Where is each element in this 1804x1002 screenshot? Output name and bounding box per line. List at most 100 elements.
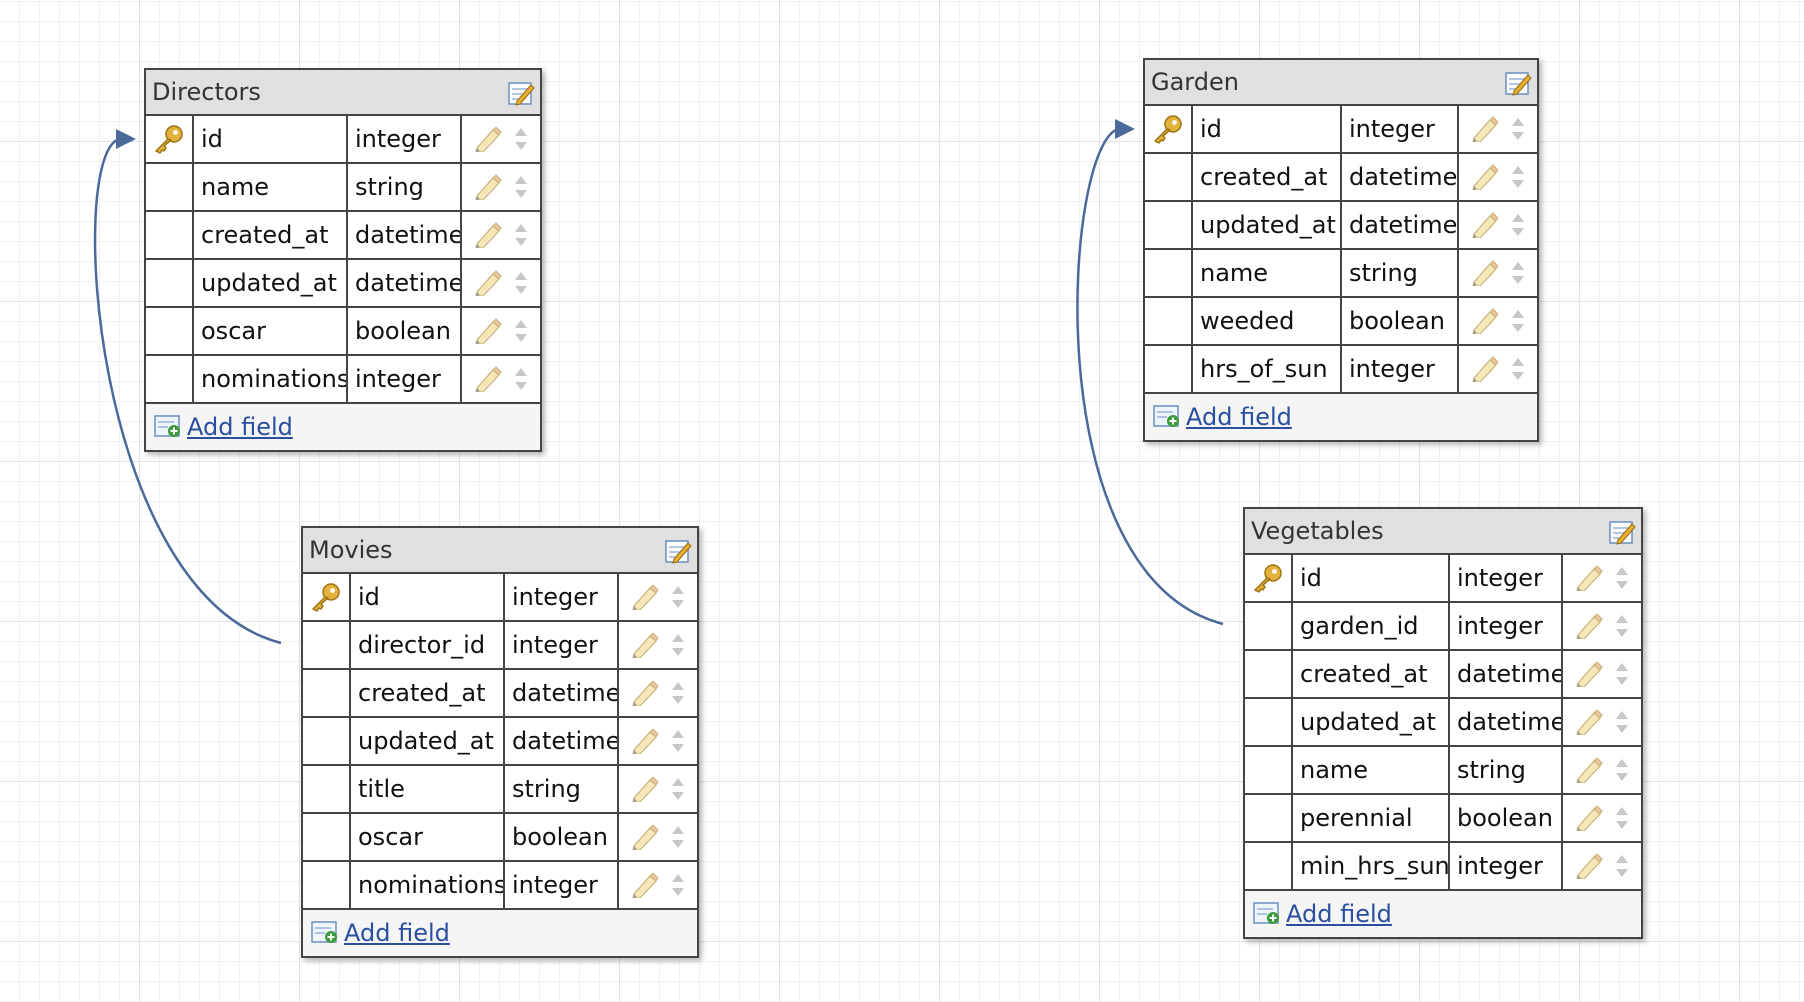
field-row-name[interactable]: name string bbox=[146, 164, 540, 212]
pencil-icon[interactable] bbox=[473, 222, 503, 248]
edit-table-icon[interactable] bbox=[1608, 518, 1636, 546]
edit-table-icon[interactable] bbox=[664, 537, 692, 565]
sort-arrows-icon[interactable] bbox=[670, 776, 686, 802]
table-vegetables[interactable]: Vegetables id integer bbox=[1243, 507, 1643, 939]
field-name[interactable]: id bbox=[194, 116, 348, 162]
field-type[interactable]: string bbox=[1342, 250, 1459, 296]
edit-table-icon[interactable] bbox=[507, 79, 535, 107]
field-type[interactable]: datetime bbox=[1342, 202, 1459, 248]
sort-arrows-icon[interactable] bbox=[1510, 308, 1526, 334]
field-name[interactable]: name bbox=[1193, 250, 1342, 296]
sort-arrows-icon[interactable] bbox=[513, 366, 529, 392]
field-type[interactable]: integer bbox=[1342, 346, 1459, 392]
field-type[interactable]: integer bbox=[1342, 106, 1459, 152]
field-row-updated_at[interactable]: updated_at datetime bbox=[146, 260, 540, 308]
field-type[interactable]: integer bbox=[348, 116, 462, 162]
field-type[interactable]: string bbox=[505, 766, 619, 812]
sort-arrows-icon[interactable] bbox=[1510, 164, 1526, 190]
add-field-icon[interactable] bbox=[311, 921, 339, 945]
pencil-icon[interactable] bbox=[473, 318, 503, 344]
field-name[interactable]: garden_id bbox=[1293, 603, 1450, 649]
add-field-icon[interactable] bbox=[1253, 902, 1281, 926]
sort-arrows-icon[interactable] bbox=[513, 318, 529, 344]
field-type[interactable]: string bbox=[1450, 747, 1563, 793]
field-row-name[interactable]: name string bbox=[1145, 250, 1537, 298]
field-row-weeded[interactable]: weeded boolean bbox=[1145, 298, 1537, 346]
field-type[interactable]: datetime bbox=[1450, 699, 1563, 745]
add-field-icon[interactable] bbox=[154, 415, 182, 439]
field-type[interactable]: datetime bbox=[1342, 154, 1459, 200]
field-type[interactable]: integer bbox=[1450, 843, 1563, 889]
field-name[interactable]: updated_at bbox=[1193, 202, 1342, 248]
sort-arrows-icon[interactable] bbox=[1614, 661, 1630, 687]
sort-arrows-icon[interactable] bbox=[1614, 613, 1630, 639]
field-name[interactable]: updated_at bbox=[1293, 699, 1450, 745]
sort-arrows-icon[interactable] bbox=[513, 222, 529, 248]
pencil-icon[interactable] bbox=[1470, 308, 1500, 334]
field-row-oscar[interactable]: oscar boolean bbox=[303, 814, 697, 862]
field-name[interactable]: updated_at bbox=[194, 260, 348, 306]
field-row-created_at[interactable]: created_at datetime bbox=[146, 212, 540, 260]
field-row-id[interactable]: id integer bbox=[1145, 106, 1537, 154]
field-row-garden_id[interactable]: garden_id integer bbox=[1245, 603, 1641, 651]
pencil-icon[interactable] bbox=[630, 680, 660, 706]
field-name[interactable]: id bbox=[1193, 106, 1342, 152]
field-name[interactable]: min_hrs_sun bbox=[1293, 843, 1450, 889]
field-name[interactable]: created_at bbox=[1293, 651, 1450, 697]
table-garden[interactable]: Garden id integer bbox=[1143, 58, 1539, 442]
field-row-nominations[interactable]: nominations integer bbox=[303, 862, 697, 910]
pencil-icon[interactable] bbox=[473, 126, 503, 152]
field-name[interactable]: name bbox=[1293, 747, 1450, 793]
field-row-created_at[interactable]: created_at datetime bbox=[1245, 651, 1641, 699]
field-row-updated_at[interactable]: updated_at datetime bbox=[303, 718, 697, 766]
pencil-icon[interactable] bbox=[1470, 164, 1500, 190]
add-field-link[interactable]: Add field bbox=[344, 919, 450, 947]
field-row-hrs_of_sun[interactable]: hrs_of_sun integer bbox=[1145, 346, 1537, 394]
field-type[interactable]: datetime bbox=[348, 260, 462, 306]
field-type[interactable]: boolean bbox=[1450, 795, 1563, 841]
field-name[interactable]: weeded bbox=[1193, 298, 1342, 344]
pencil-icon[interactable] bbox=[1574, 565, 1604, 591]
sort-arrows-icon[interactable] bbox=[670, 872, 686, 898]
add-field-link[interactable]: Add field bbox=[1286, 900, 1392, 928]
field-name[interactable]: director_id bbox=[351, 622, 505, 668]
pencil-icon[interactable] bbox=[1470, 356, 1500, 382]
sort-arrows-icon[interactable] bbox=[513, 174, 529, 200]
field-row-director_id[interactable]: director_id integer bbox=[303, 622, 697, 670]
sort-arrows-icon[interactable] bbox=[1614, 709, 1630, 735]
field-row-nominations[interactable]: nominations integer bbox=[146, 356, 540, 404]
sort-arrows-icon[interactable] bbox=[1614, 805, 1630, 831]
field-row-created_at[interactable]: created_at datetime bbox=[303, 670, 697, 718]
pencil-icon[interactable] bbox=[473, 270, 503, 296]
field-row-oscar[interactable]: oscar boolean bbox=[146, 308, 540, 356]
field-row-name[interactable]: name string bbox=[1245, 747, 1641, 795]
field-name[interactable]: updated_at bbox=[351, 718, 505, 764]
sort-arrows-icon[interactable] bbox=[1614, 853, 1630, 879]
field-name[interactable]: nominations bbox=[194, 356, 348, 402]
field-row-title[interactable]: title string bbox=[303, 766, 697, 814]
table-header[interactable]: Garden bbox=[1145, 60, 1537, 106]
pencil-icon[interactable] bbox=[630, 824, 660, 850]
field-type[interactable]: integer bbox=[505, 574, 619, 620]
field-name[interactable]: created_at bbox=[1193, 154, 1342, 200]
pencil-icon[interactable] bbox=[630, 632, 660, 658]
pencil-icon[interactable] bbox=[630, 584, 660, 610]
pencil-icon[interactable] bbox=[473, 174, 503, 200]
pencil-icon[interactable] bbox=[473, 366, 503, 392]
field-name[interactable]: hrs_of_sun bbox=[1193, 346, 1342, 392]
field-name[interactable]: oscar bbox=[351, 814, 505, 860]
edit-table-icon[interactable] bbox=[1504, 69, 1532, 97]
field-type[interactable]: datetime bbox=[505, 670, 619, 716]
field-name[interactable]: created_at bbox=[351, 670, 505, 716]
sort-arrows-icon[interactable] bbox=[513, 270, 529, 296]
pencil-icon[interactable] bbox=[1470, 260, 1500, 286]
add-field-icon[interactable] bbox=[1153, 405, 1181, 429]
table-header[interactable]: Movies bbox=[303, 528, 697, 574]
pencil-icon[interactable] bbox=[1574, 805, 1604, 831]
field-row-updated_at[interactable]: updated_at datetime bbox=[1145, 202, 1537, 250]
pencil-icon[interactable] bbox=[1470, 116, 1500, 142]
field-name[interactable]: oscar bbox=[194, 308, 348, 354]
field-type[interactable]: boolean bbox=[348, 308, 462, 354]
table-header[interactable]: Directors bbox=[146, 70, 540, 116]
field-type[interactable]: datetime bbox=[505, 718, 619, 764]
